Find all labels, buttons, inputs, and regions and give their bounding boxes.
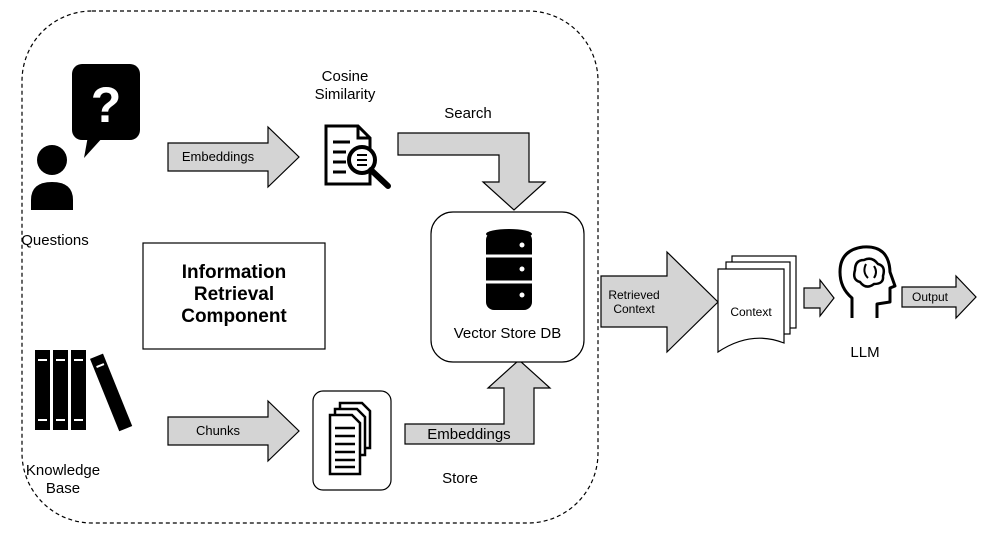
database-icon — [486, 229, 532, 310]
cosine-similarity-label: Cosine Similarity — [300, 68, 390, 104]
context-label: Context — [730, 305, 772, 319]
irc-line1: Information — [181, 262, 287, 283]
embeddings-bottom-label: Embeddings — [427, 426, 511, 443]
knowledge-base-label-line1: Knowledge — [25, 462, 101, 479]
chunks-arrow — [167, 399, 300, 463]
irc-label: Information Retrieval Component — [143, 262, 325, 328]
head-brain-icon — [838, 245, 897, 318]
retrieved-line2: Context — [613, 302, 655, 316]
cosine-label-line1: Cosine — [321, 68, 369, 85]
retrieved-line1: Retrieved — [608, 288, 660, 302]
questions-label: Questions — [21, 232, 89, 249]
documents-icon — [312, 390, 392, 491]
irc-line3: Component — [181, 306, 287, 327]
knowledge-base-label-line2: Base — [45, 480, 81, 497]
cosine-label-line2: Similarity — [314, 86, 376, 103]
context-document-icon — [717, 255, 797, 354]
retrieved-context-arrow — [600, 250, 719, 354]
output-arrow — [901, 274, 977, 320]
vector-store-label: Vector Store DB — [453, 325, 562, 342]
books-icon — [35, 350, 133, 432]
output-label: Output — [911, 290, 949, 304]
store-label: Store — [442, 470, 478, 487]
search-arrow — [397, 132, 547, 211]
person-icon — [31, 145, 73, 210]
embeddings-arrow-bottom — [404, 359, 552, 445]
retrieved-context-label: Retrieved Context — [602, 288, 666, 316]
context-to-llm-arrow — [803, 278, 835, 318]
document-search-icon — [324, 124, 391, 189]
irc-line2: Retrieval — [193, 284, 275, 305]
question-bubble-icon: ? — [72, 64, 140, 158]
svg-text:?: ? — [91, 77, 122, 133]
chunks-label: Chunks — [195, 423, 241, 438]
search-label: Search — [444, 105, 492, 122]
embeddings-top-label: Embeddings — [181, 149, 255, 164]
irc-box — [142, 242, 326, 350]
component-boundary — [21, 10, 599, 524]
embeddings-arrow-top — [167, 125, 300, 189]
llm-label: LLM — [850, 344, 880, 361]
knowledge-base-label: Knowledge Base — [18, 462, 108, 498]
